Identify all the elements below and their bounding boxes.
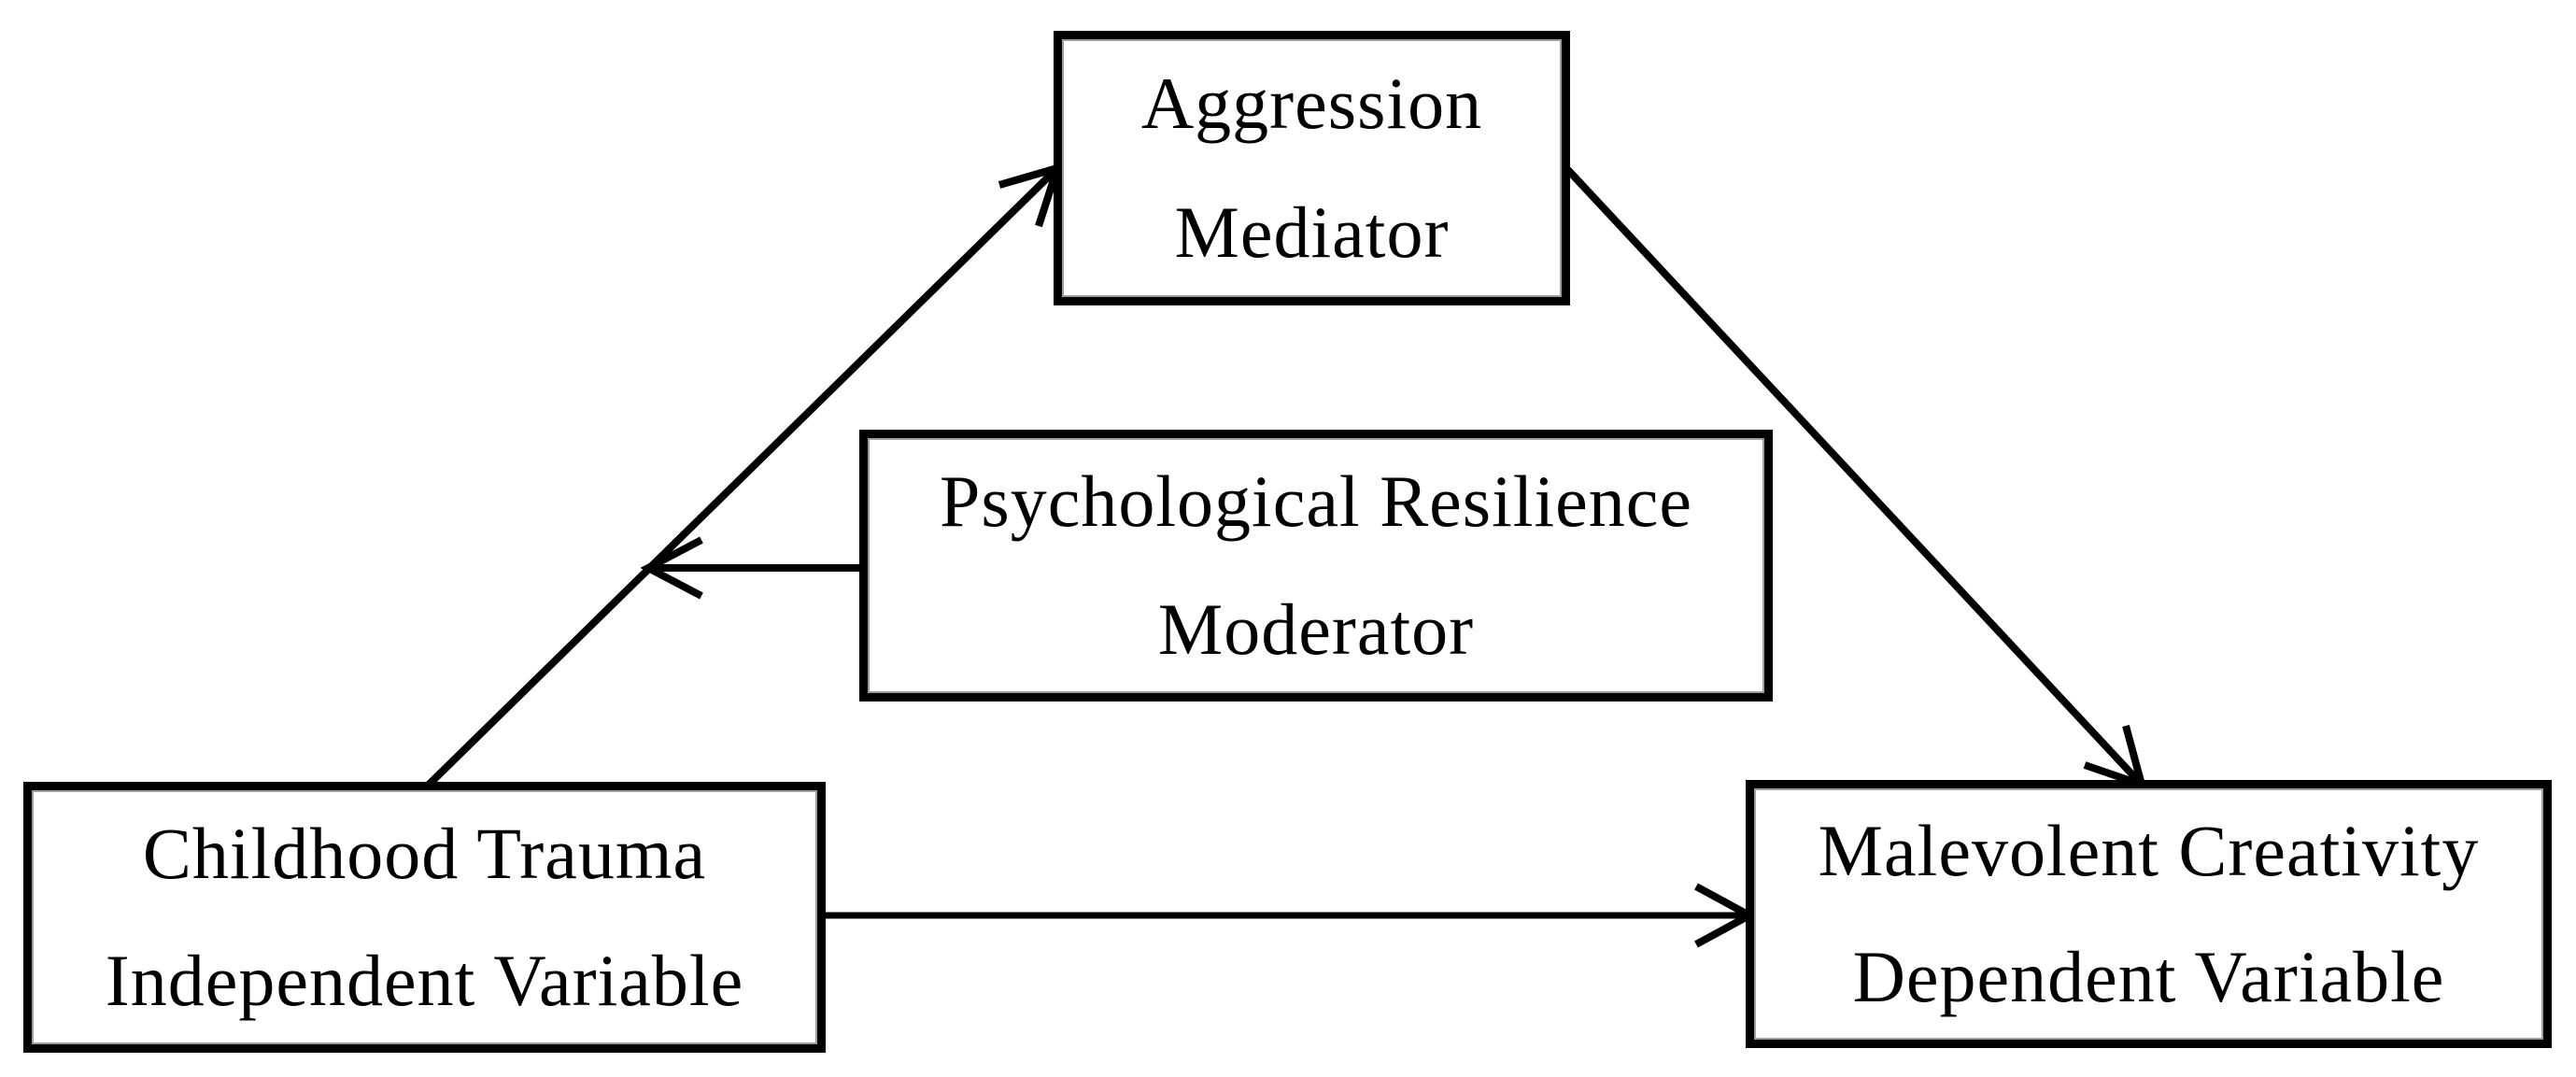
mediator-label: Aggression: [1140, 63, 1483, 144]
moderator-role: Moderator: [1157, 588, 1475, 670]
arrowhead-icon: [640, 536, 703, 600]
node-moderator: Psychological Resilience Moderator: [859, 430, 1773, 701]
node-dependent-variable: Malevolent Creativity Dependent Variable: [1746, 780, 2552, 1048]
dependent-role: Dependent Variable: [1852, 935, 2445, 1017]
arrow-moderator-to-a-path: [640, 536, 863, 600]
independent-role: Independent Variable: [105, 940, 744, 1021]
arrow-independent-to-dependent: [822, 883, 1758, 948]
arrow-shaft: [425, 165, 1060, 788]
dependent-label: Malevolent Creativity: [1818, 810, 2480, 892]
node-independent-variable: Childhood Trauma Independent Variable: [23, 782, 826, 1053]
independent-label: Childhood Trauma: [142, 813, 707, 894]
moderator-label: Psychological Resilience: [940, 461, 1692, 543]
node-mediator: Aggression Mediator: [1054, 31, 1570, 305]
mediator-role: Mediator: [1174, 191, 1450, 273]
arrow-shaft: [1564, 165, 2144, 787]
